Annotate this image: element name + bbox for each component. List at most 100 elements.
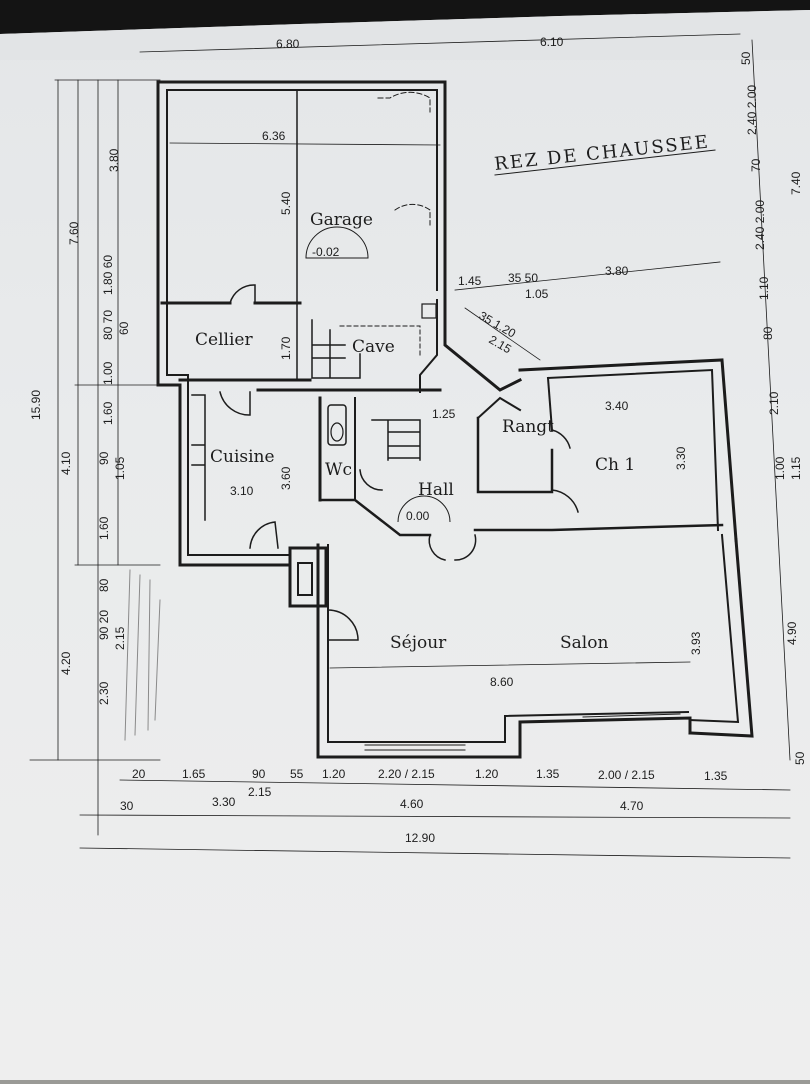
photo-dark-edge bbox=[0, 0, 810, 34]
dim-bottom-r2-1: 3.30 bbox=[212, 795, 236, 809]
stairs-hall bbox=[371, 419, 421, 461]
dim-cuisine-width: 3.10 bbox=[230, 484, 254, 498]
dim-salon-depth: 3.93 bbox=[689, 631, 703, 655]
door-entrance bbox=[428, 534, 477, 561]
dim-bottom-r1-8: 2.00 / 2.15 bbox=[598, 768, 655, 782]
wall-ch1-inner bbox=[546, 368, 720, 532]
dim-bottom-r1-3: 55 bbox=[290, 767, 304, 781]
plan-title: REZ DE CHAUSSEE bbox=[493, 131, 710, 175]
garage-door-swing bbox=[394, 203, 431, 226]
dim-right-bottom: 50 bbox=[793, 751, 807, 765]
garage-door-swing-top bbox=[377, 91, 431, 113]
room-cave: Cave bbox=[352, 337, 395, 357]
door-rangt bbox=[551, 429, 571, 449]
door-cuisine-sejour bbox=[249, 521, 279, 549]
wall-hall-lower bbox=[318, 498, 432, 537]
dim-left-mid: 4.10 bbox=[59, 451, 73, 475]
room-hall: Hall bbox=[418, 480, 454, 500]
wall-bottom-inner bbox=[327, 659, 690, 743]
dim-leaders-left bbox=[29, 79, 161, 761]
chimney bbox=[288, 546, 328, 608]
dim-line-sejour bbox=[329, 661, 691, 669]
kitchen-counter bbox=[191, 394, 206, 521]
dim-bottom-r1b: 2.15 bbox=[248, 785, 272, 799]
dim-left-lower: 4.20 bbox=[59, 651, 73, 675]
dim-top-left: 6.80 bbox=[276, 37, 300, 51]
wall-left-lower-outer bbox=[156, 303, 292, 567]
dim-bottom-r1-4: 1.20 bbox=[322, 767, 346, 781]
wall-garage-inner bbox=[166, 89, 438, 291]
room-cuisine: Cuisine bbox=[210, 447, 275, 467]
level-hall: 0.00 bbox=[406, 509, 430, 523]
wall-rangt bbox=[476, 416, 554, 494]
wall-ch1-bottom bbox=[473, 523, 724, 532]
dim-left-d1: 3.80 bbox=[107, 148, 121, 172]
dim-left-d11: 90 20 bbox=[97, 610, 111, 640]
dim-right-i: 1.15 bbox=[789, 456, 803, 480]
pencil-scribble bbox=[124, 569, 161, 741]
dim-left-total: 15.90 bbox=[29, 390, 43, 420]
room-ch1: Ch 1 bbox=[595, 455, 635, 475]
dim-line-right bbox=[751, 39, 791, 761]
dim-garage-width: 6.36 bbox=[262, 129, 286, 143]
dim-right-e: 1.10 bbox=[757, 276, 771, 300]
dim-bottom-r2-3: 4.70 bbox=[620, 799, 644, 813]
dim-bottom-r1-9: 1.35 bbox=[704, 769, 728, 783]
dim-line-diag bbox=[464, 307, 541, 361]
dim-lines-bottom bbox=[79, 779, 791, 859]
dim-line-top bbox=[139, 33, 741, 53]
wall-salon-right-outer bbox=[688, 538, 754, 738]
dim-ch1-depth: 3.30 bbox=[674, 446, 688, 470]
dim-left-d3: 80 70 bbox=[101, 310, 115, 340]
dim-right-lower: 4.90 bbox=[785, 621, 799, 645]
dim-left-d2: 1.80 60 bbox=[101, 255, 115, 295]
dim-left-upper: 7.60 bbox=[67, 221, 81, 245]
dim-corner-d: 3.80 bbox=[605, 264, 629, 278]
door-sejour bbox=[327, 609, 359, 641]
dim-bottom-r1-1: 1.65 bbox=[182, 767, 206, 781]
dim-bottom-r1-5: 2.20 / 2.15 bbox=[378, 767, 435, 781]
wall-bottom-outer bbox=[316, 660, 692, 759]
dim-lines-left bbox=[57, 79, 119, 836]
door-wc bbox=[359, 469, 383, 491]
wall-rangt-diag bbox=[476, 396, 522, 420]
dim-bottom-r1-0: 20 bbox=[132, 767, 146, 781]
room-salon: Salon bbox=[560, 633, 608, 653]
window-sejour bbox=[364, 744, 466, 751]
dim-cuisine-depth: 3.60 bbox=[279, 466, 293, 490]
dim-left-d7: 90 bbox=[97, 451, 111, 465]
room-wc: Wc bbox=[325, 460, 352, 480]
dim-left-d12: 2.15 bbox=[113, 626, 127, 650]
dim-bottom-r2-0: 30 bbox=[120, 799, 134, 813]
dim-left-d9: 1.60 bbox=[97, 516, 111, 540]
dim-line-garage bbox=[169, 142, 441, 146]
dim-right-g: 2.10 bbox=[767, 391, 781, 415]
dim-left-d13: 2.30 bbox=[97, 681, 111, 705]
wc-bowl bbox=[330, 422, 344, 442]
dim-left-d8: 1.05 bbox=[113, 456, 127, 480]
dim-right-f: 80 bbox=[761, 326, 775, 340]
wall-left-lower-inner bbox=[166, 304, 291, 556]
dim-left-d6: 1.60 bbox=[101, 401, 115, 425]
dim-right-d: 2.40 2.00 bbox=[753, 200, 767, 250]
dim-right-total-upper: 7.40 bbox=[789, 171, 803, 195]
dim-right-a: 50 bbox=[739, 51, 753, 65]
dim-corner-c: 1.05 bbox=[525, 287, 549, 301]
dim-left-d10: 80 bbox=[97, 578, 111, 592]
door-cellier bbox=[229, 284, 256, 304]
chimney-flue bbox=[297, 562, 313, 596]
wc-toilet bbox=[327, 404, 347, 446]
dim-bottom-total: 12.90 bbox=[405, 831, 435, 845]
door-ch1 bbox=[551, 489, 579, 513]
dim-corner-b: 35 50 bbox=[508, 271, 538, 285]
title-underline bbox=[494, 149, 716, 176]
door-cuisine bbox=[219, 391, 251, 416]
room-sejour: Séjour bbox=[390, 633, 447, 653]
stairs-cave bbox=[311, 319, 361, 379]
room-garage: Garage bbox=[310, 210, 373, 230]
dim-sejour-width: 8.60 bbox=[490, 675, 514, 689]
wall-diag-inner bbox=[419, 299, 438, 393]
garage-pillar bbox=[421, 303, 437, 319]
dim-right-b: 2.40 2.00 bbox=[745, 85, 759, 135]
